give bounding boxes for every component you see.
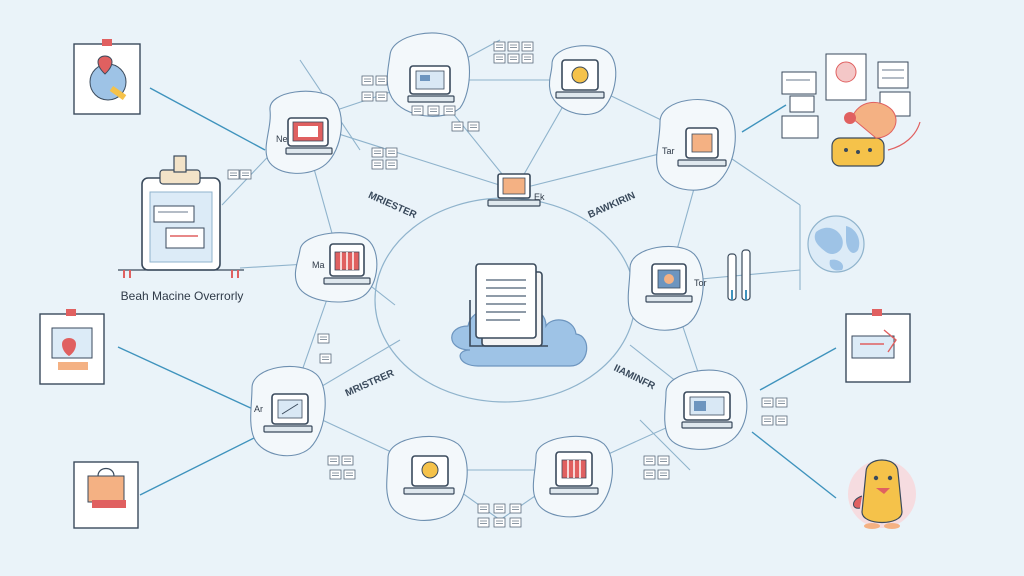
node-mid-left[interactable]: Ma	[312, 243, 371, 285]
outer-display-icon[interactable]	[845, 309, 911, 383]
outer-map-icon[interactable]	[73, 39, 141, 115]
outer-clipboard-icon[interactable]	[118, 155, 244, 278]
node-inner-top[interactable]: Ek	[487, 173, 545, 207]
outer-pens-icon	[727, 249, 751, 301]
central-server[interactable]	[451, 263, 588, 367]
link-label-lower-right: IIAMINFR	[606, 357, 664, 395]
diagram-caption: Beah Macine Overrorly	[120, 289, 244, 303]
node-top-right[interactable]	[555, 59, 605, 99]
node-lower-left[interactable]: Ar	[254, 393, 313, 433]
node-bottom-left[interactable]	[403, 455, 455, 495]
link-label-upper-right: BAWKIRIN	[582, 186, 640, 222]
node-lower-left-label: Ar	[254, 404, 263, 414]
node-upper-right[interactable]: Tar	[662, 127, 727, 167]
node-inner-top-label: Ek	[534, 192, 545, 202]
node-mid-right-label: Tor	[694, 278, 707, 288]
outer-documents-icon[interactable]	[781, 53, 921, 167]
node-lower-right[interactable]	[681, 391, 733, 429]
link-label-upper-left: MRIESTER	[364, 186, 422, 222]
node-upper-left[interactable]: Ne	[276, 117, 333, 155]
node-upper-left-label: Ne	[276, 134, 288, 144]
outer-connection-lines	[117, 87, 837, 499]
outer-globe-icon[interactable]	[807, 215, 865, 273]
node-mid-left-label: Ma	[312, 260, 325, 270]
server-document-icon	[469, 263, 548, 347]
outer-folder-icon[interactable]	[73, 461, 139, 529]
node-bottom-right[interactable]	[549, 451, 599, 495]
outer-mascot-icon[interactable]	[848, 459, 916, 529]
node-upper-right-label: Tar	[662, 146, 675, 156]
node-top-center[interactable]	[407, 65, 455, 103]
node-mid-right[interactable]: Tor	[645, 263, 707, 303]
outer-chat-icon[interactable]	[39, 309, 105, 385]
